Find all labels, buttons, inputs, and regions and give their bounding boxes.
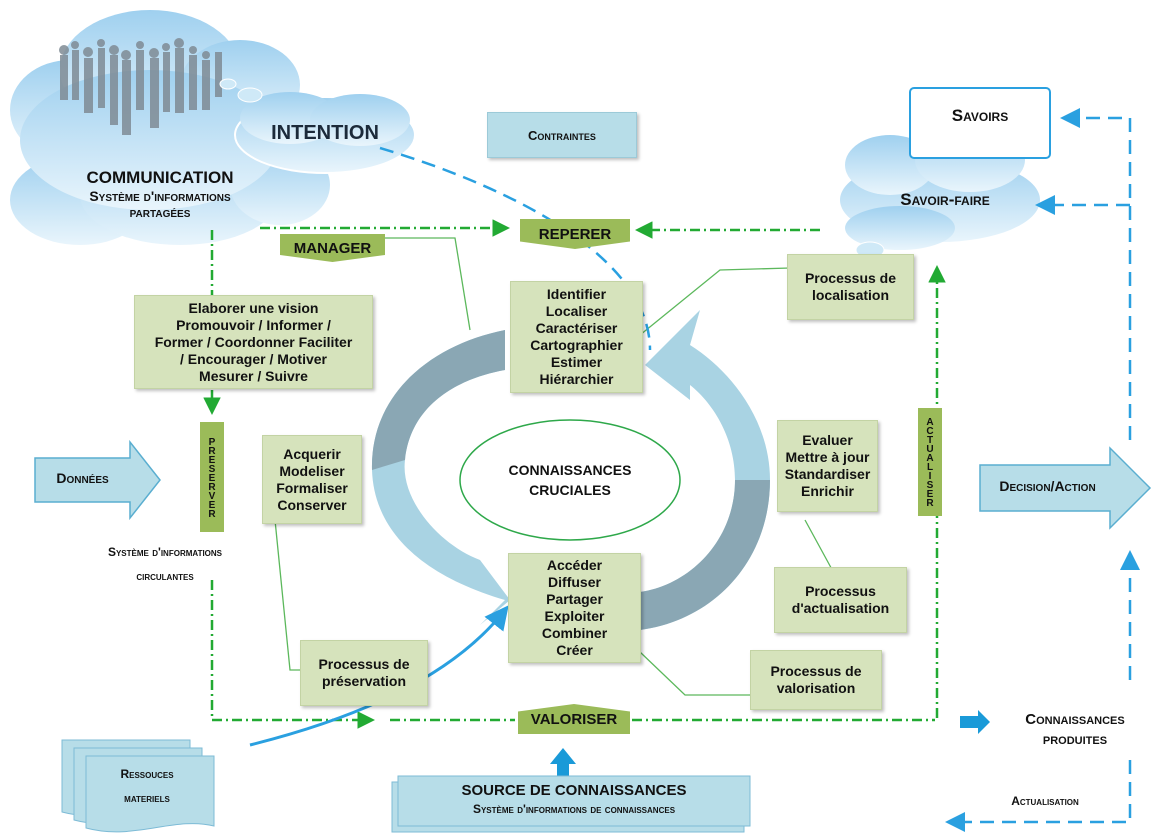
ressources-stack	[61, 739, 215, 833]
processus-valorisation-box: Processus de valorisation	[750, 650, 882, 710]
donnees-label: Données	[56, 470, 109, 486]
cycle-arrows	[371, 310, 770, 630]
center-ellipse	[459, 419, 681, 541]
connaissances-produites-group: Connaissances produites	[990, 710, 1160, 750]
decision-label: Decision/Action	[999, 478, 1096, 494]
communication-sub2: partagées	[129, 204, 191, 220]
preserver-actions-box: Acquerir Modeliser Formaliser Conserver	[262, 435, 362, 524]
connaissances-produites-line2: produites	[1042, 731, 1108, 748]
systeme-circulantes-group: Système d'informations circulantes	[60, 540, 270, 588]
ressources-line1: Ressouces	[120, 767, 174, 781]
savoir-faire-label: Savoir-faire	[900, 190, 990, 209]
ressources-line2: materiels	[124, 791, 170, 805]
valoriser-tag: VALORISER	[518, 704, 630, 734]
source-group: SOURCE DE CONNAISSANCES Système d'inform…	[398, 782, 750, 816]
source-title: SOURCE DE CONNAISSANCES	[461, 782, 687, 799]
reperer-actions-box: Identifier Localiser Caractériser Cartog…	[510, 281, 643, 393]
actualiser-actions-box: Evaluer Mettre à jour Standardiser Enric…	[777, 420, 878, 512]
intention-label: INTENTION	[271, 122, 379, 144]
manager-actions-box: Elaborer une vision Promouvoir / Informe…	[134, 295, 373, 389]
source-up-arrow	[550, 748, 576, 780]
center-label: CONNAISSANCES CRUCIALES	[508, 462, 632, 498]
systeme-circulantes-line2: circulantes	[136, 569, 194, 583]
savoirs-box	[909, 87, 1051, 159]
connector-lines	[274, 237, 836, 696]
communication-sub1: Système d'informations	[89, 188, 231, 204]
crowd-image	[59, 38, 222, 135]
processus-preservation-box: Processus de préservation	[300, 640, 428, 706]
connaissances-produites-line1: Connaissances	[1025, 711, 1125, 728]
savoirs-label: Savoirs	[951, 106, 1009, 125]
decision-arrow	[979, 446, 1152, 530]
produites-arrow	[960, 710, 990, 734]
communication-label-group: COMMUNICATION Système d'informations par…	[40, 168, 280, 220]
actualisation-label: Actualisation	[1011, 794, 1079, 808]
valoriser-actions-box: Accéder Diffuser Partager Exploiter Comb…	[508, 553, 641, 663]
contraintes-box: Contraintes	[487, 112, 637, 158]
preserver-tag: PRESERVER	[200, 422, 224, 532]
intention-cloud	[219, 78, 416, 174]
source-subtitle: Système d'informations de connaissances	[472, 802, 676, 816]
systeme-circulantes-line1: Système d'informations	[107, 545, 223, 559]
donnees-arrow	[34, 439, 161, 521]
source-stack	[391, 775, 751, 833]
processus-actualisation-box: Processus d'actualisation	[774, 567, 907, 633]
processus-localisation-box: Processus de localisation	[787, 254, 914, 320]
ressources-group: Ressouces materiels	[92, 762, 202, 810]
communication-title: COMMUNICATION	[86, 168, 234, 187]
actualiser-tag: ACTUALISER	[918, 408, 942, 516]
